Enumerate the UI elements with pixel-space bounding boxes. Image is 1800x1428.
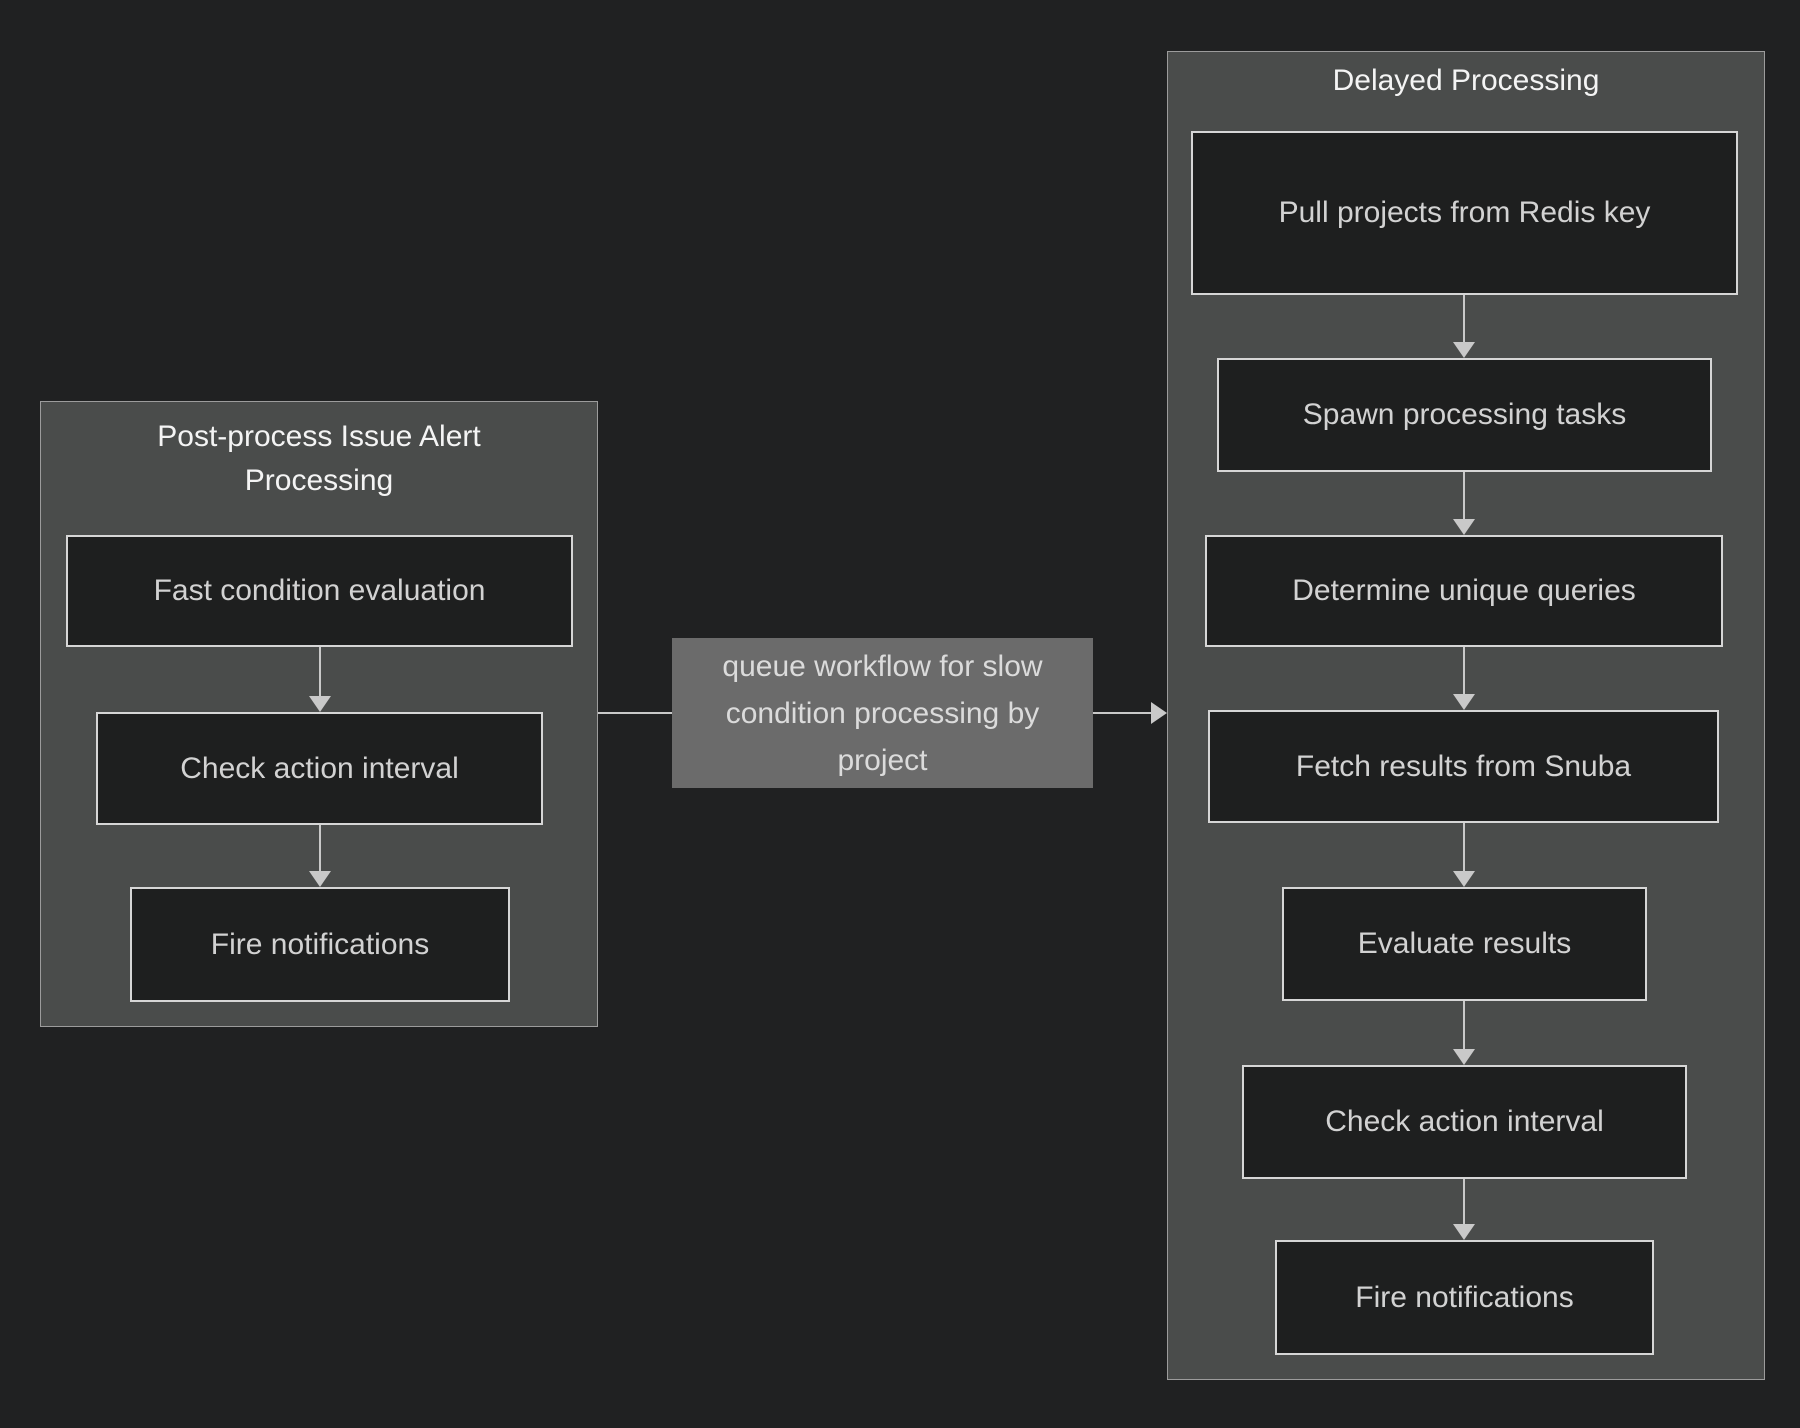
arrowhead-down-icon [1453,1224,1475,1240]
arrowhead-down-icon [1453,871,1475,887]
node-label: Fetch results from Snuba [1295,749,1632,783]
flow-arrow-down [1453,1179,1475,1240]
arrowhead-down-icon [1453,694,1475,710]
node-pull-projects-from-redis-key: Pull projects from Redis key [1191,131,1738,295]
arrow-line [319,825,321,874]
node-label: Spawn processing tasks [1302,398,1627,431]
arrow-line [1463,823,1465,874]
flow-arrow-down [1453,823,1475,887]
arrow-line [1463,1001,1465,1052]
flow-arrow-down [1453,295,1475,358]
node-determine-unique-queries: Determine unique queries [1205,535,1723,647]
node-label: Determine unique queries [1292,574,1636,607]
node-label: Pull projects from Redis key [1278,196,1651,229]
flow-arrow-down [309,825,331,887]
node-label: Fire notifications [210,927,430,961]
edge-label-queue-workflow: queue workflow for slow condition proces… [672,638,1093,788]
arrowhead-down-icon [1453,519,1475,535]
edge-line-right [1093,712,1151,714]
node-label: Evaluate results [1357,927,1572,960]
arrowhead-right-icon [1151,702,1167,724]
flow-arrow-down [1453,647,1475,710]
node-label: Fast condition evaluation [153,574,486,607]
node-spawn-processing-tasks: Spawn processing tasks [1217,358,1712,472]
flow-arrow-down [309,647,331,712]
node-check-action-interval-right: Check action interval [1242,1065,1687,1179]
arrowhead-down-icon [309,696,331,712]
node-check-action-interval-left: Check action interval [96,712,543,825]
arrowhead-down-icon [309,871,331,887]
arrow-line [319,647,321,699]
arrow-line [1463,295,1465,345]
arrowhead-down-icon [1453,342,1475,358]
arrow-line [1463,472,1465,522]
node-fetch-results-from-snuba: Fetch results from Snuba [1208,710,1719,823]
node-fast-condition-evaluation: Fast condition evaluation [66,535,573,647]
flow-arrow-down [1453,472,1475,535]
node-fire-notifications-right: Fire notifications [1275,1240,1654,1355]
cluster-title: Post-process Issue Alert Processing [157,420,481,497]
arrow-line [1463,1179,1465,1227]
arrow-line [1463,647,1465,697]
node-label: Fire notifications [1355,1280,1574,1314]
node-label: Check action interval [180,751,459,785]
arrowhead-down-icon [1453,1049,1475,1065]
flow-arrow-down [1453,1001,1475,1065]
edge-line-left [598,712,672,714]
edge-label-text: queue workflow for slow condition proces… [722,649,1043,777]
node-fire-notifications-left: Fire notifications [130,887,510,1002]
node-label: Check action interval [1325,1105,1604,1138]
cluster-title: Delayed Processing [1332,64,1600,97]
node-evaluate-results: Evaluate results [1282,887,1647,1001]
